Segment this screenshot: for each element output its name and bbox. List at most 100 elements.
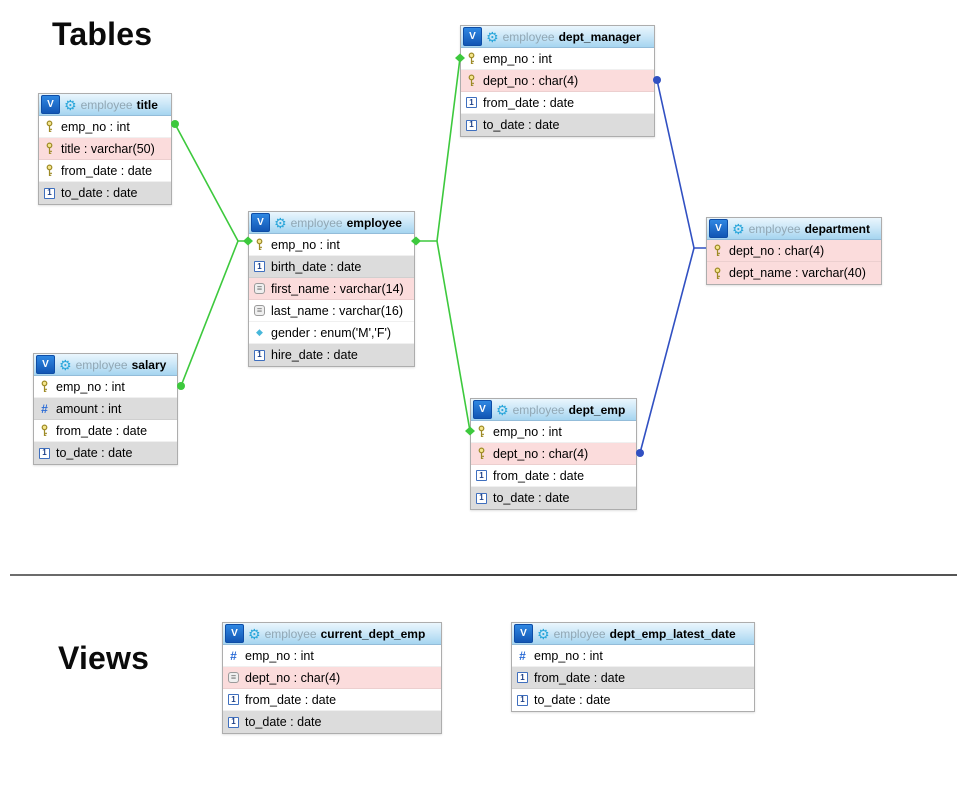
entity-dept_emp_latest_date[interactable]: V ⚙ employee dept_emp_latest_date #emp_n…: [511, 622, 755, 712]
date-column-icon: 1: [475, 491, 488, 505]
view-badge-icon: V: [41, 95, 60, 114]
date-column-icon: 1: [516, 671, 529, 685]
schema-name: employee: [264, 626, 317, 641]
column-row[interactable]: ≡first_name : varchar(14): [249, 278, 414, 300]
entity-header[interactable]: V ⚙ employee dept_emp_latest_date: [512, 623, 754, 645]
entity-title[interactable]: V ⚙ employee title emp_no : int title : v…: [38, 93, 172, 205]
numeric-column-icon: #: [41, 401, 48, 416]
column-row[interactable]: emp_no : int: [249, 234, 414, 256]
column-row[interactable]: emp_no : int: [471, 421, 636, 443]
primary-key-icon: [38, 424, 51, 438]
entity-header[interactable]: V ⚙ employee department: [707, 218, 881, 240]
column-row[interactable]: ≡last_name : varchar(16): [249, 300, 414, 322]
column-label: title : varchar(50): [61, 141, 155, 156]
column-label: emp_no : int: [534, 648, 603, 663]
view-badge-icon: V: [225, 624, 244, 643]
date-column-icon: 1: [43, 186, 56, 200]
schema-name: employee: [502, 29, 555, 44]
column-label: emp_no : int: [271, 237, 340, 252]
column-row[interactable]: #emp_no : int: [512, 645, 754, 667]
primary-key-icon: [43, 142, 56, 156]
column-row[interactable]: from_date : date: [39, 160, 171, 182]
column-row[interactable]: ≡dept_no : char(4): [223, 667, 441, 689]
tables-section-heading: Tables: [52, 16, 153, 52]
column-label: to_date : date: [245, 715, 322, 729]
view-badge-icon: V: [463, 27, 482, 46]
date-column-icon: 1: [38, 446, 51, 460]
column-row[interactable]: dept_no : char(4): [707, 240, 881, 262]
table-name: employee: [346, 215, 402, 230]
entity-current_dept_emp[interactable]: V ⚙ employee current_dept_emp #emp_no : …: [222, 622, 442, 734]
entity-dept_emp[interactable]: V ⚙ employee dept_emp emp_no : int dept_n…: [470, 398, 637, 510]
column-label: emp_no : int: [56, 379, 125, 394]
date-column-icon: 1: [465, 96, 478, 110]
primary-key-icon: [711, 244, 724, 258]
column-label: hire_date : date: [271, 348, 358, 362]
gear-icon: ⚙: [537, 625, 550, 642]
entity-header[interactable]: V ⚙ employee dept_manager: [461, 26, 654, 48]
column-row[interactable]: #amount : int: [34, 398, 177, 420]
column-row[interactable]: dept_name : varchar(40): [707, 262, 881, 284]
column-row[interactable]: title : varchar(50): [39, 138, 171, 160]
column-label: dept_no : char(4): [493, 446, 589, 461]
column-row[interactable]: #emp_no : int: [223, 645, 441, 667]
column-label: dept_name : varchar(40): [729, 266, 866, 280]
entity-header[interactable]: V ⚙ employee employee: [249, 212, 414, 234]
gear-icon: ⚙: [486, 28, 499, 45]
schema-name: employee: [748, 221, 801, 236]
text-column-icon: ≡: [227, 671, 240, 685]
view-badge-icon: V: [709, 219, 728, 238]
entity-header[interactable]: V ⚙ employee title: [39, 94, 171, 116]
column-row[interactable]: 1 from_date : date: [471, 465, 636, 487]
entity-rows: emp_no : int title : varchar(50) from_date…: [39, 116, 171, 204]
column-label: to_date : date: [493, 491, 570, 505]
gear-icon: ⚙: [248, 625, 261, 642]
column-label: first_name : varchar(14): [271, 281, 404, 296]
entity-salary[interactable]: V ⚙ employee salary emp_no : int #amount …: [33, 353, 178, 465]
entity-department[interactable]: V ⚙ employee department dept_no : char(4…: [706, 217, 882, 285]
column-row[interactable]: dept_no : char(4): [461, 70, 654, 92]
column-label: from_date : date: [245, 692, 337, 707]
column-row[interactable]: from_date : date: [34, 420, 177, 442]
column-row[interactable]: ◆ gender : enum('M','F'): [249, 322, 414, 344]
gear-icon: ⚙: [732, 220, 745, 237]
column-label: emp_no : int: [493, 424, 562, 439]
column-label: emp_no : int: [245, 648, 314, 663]
column-label: from_date : date: [493, 468, 585, 483]
column-row[interactable]: emp_no : int: [461, 48, 654, 70]
primary-key-icon: [43, 164, 56, 178]
column-label: gender : enum('M','F'): [271, 325, 392, 340]
date-column-icon: 1: [475, 469, 488, 483]
section-divider: [10, 574, 957, 576]
enum-column-icon: ◆: [256, 327, 263, 337]
entity-header[interactable]: V ⚙ employee salary: [34, 354, 177, 376]
primary-key-icon: [465, 74, 478, 88]
entity-header[interactable]: V ⚙ employee current_dept_emp: [223, 623, 441, 645]
gear-icon: ⚙: [274, 214, 287, 231]
date-column-icon: 1: [516, 693, 529, 707]
column-row[interactable]: emp_no : int: [34, 376, 177, 398]
column-row[interactable]: 1 to_date : date: [471, 487, 636, 509]
column-row[interactable]: 1 to_date : date: [223, 711, 441, 733]
table-name: current_dept_emp: [320, 626, 426, 641]
schema-name: employee: [75, 357, 128, 372]
column-row[interactable]: emp_no : int: [39, 116, 171, 138]
column-row[interactable]: dept_no : char(4): [471, 443, 636, 465]
date-column-icon: 1: [227, 715, 240, 729]
entity-header[interactable]: V ⚙ employee dept_emp: [471, 399, 636, 421]
